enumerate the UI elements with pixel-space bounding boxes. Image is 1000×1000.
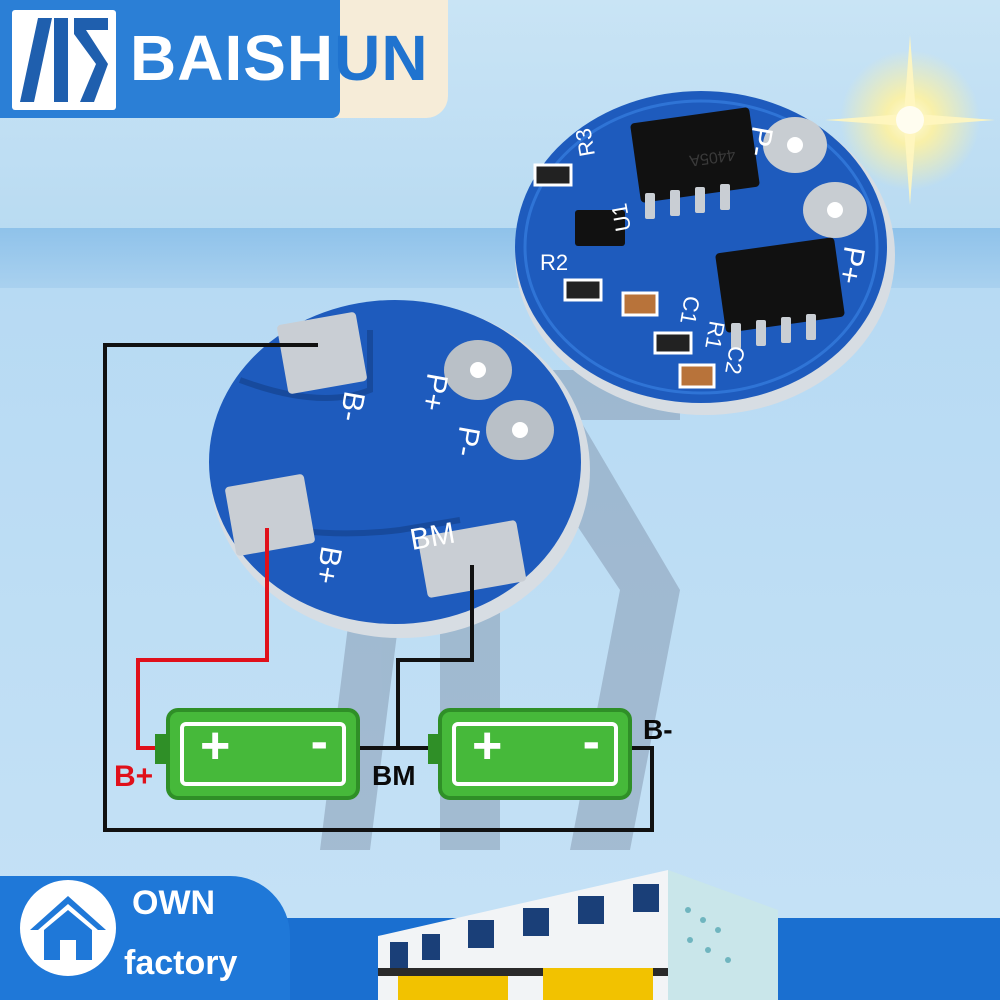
label-c1: C1	[675, 294, 705, 326]
battery-1: + -	[166, 708, 360, 800]
battery-2: + -	[438, 708, 632, 800]
battery-1-plus: +	[200, 717, 231, 775]
svg-text:4405A: 4405A	[688, 145, 737, 168]
label-p-plus: P+	[832, 244, 871, 287]
label-b-minus: B-	[643, 714, 673, 745]
footer-line2: factory	[124, 944, 238, 982]
label-r2: R2	[540, 250, 568, 275]
brand-banner-tail	[330, 0, 448, 118]
pcb-label-b-plus: B+	[309, 544, 348, 587]
pcb-label-p-plus: P+	[415, 371, 454, 414]
mosfet-chip-1: 4405A	[630, 107, 760, 203]
house-icon	[16, 876, 120, 980]
pcb-label-b-minus: B-	[333, 389, 371, 424]
battery-2-plus: +	[472, 717, 503, 775]
battery-1-minus: -	[310, 713, 328, 771]
pad-b-minus	[277, 312, 367, 394]
brand-logo	[12, 10, 116, 110]
label-b-plus: B+	[114, 760, 154, 793]
label-r3: R3	[570, 126, 600, 158]
brand-name-part2: UN	[334, 22, 429, 94]
wire-b-plus	[136, 528, 269, 750]
mosfet-chip-2	[715, 237, 845, 333]
pcb-label-p-minus: P-	[448, 424, 486, 459]
label-c2: C2	[720, 344, 750, 376]
pad-b-plus	[225, 474, 315, 556]
pcb-back-view: 4405A R3 U1	[515, 91, 895, 415]
wire-b-minus-loop	[103, 343, 654, 832]
battery-1-terminal	[155, 734, 169, 764]
label-p-minus: P-	[741, 124, 779, 159]
footer-line1: OWN	[132, 884, 216, 922]
label-bm: BM	[372, 760, 416, 791]
label-u1: U1	[606, 201, 636, 233]
pcb-label-bm: BM	[407, 517, 457, 557]
brand-name-part1: BAISH	[130, 22, 335, 94]
label-r1: R1	[700, 319, 730, 351]
sun-flare-icon	[825, 35, 995, 205]
pad-bm	[418, 520, 526, 598]
factory-illustration	[378, 870, 778, 1000]
pcb-front-view: B- B+ BM P+ P-	[209, 300, 590, 638]
wire-bm	[396, 565, 474, 748]
brand-name: BAISHUN	[130, 22, 429, 94]
battery-2-minus: -	[582, 713, 600, 771]
